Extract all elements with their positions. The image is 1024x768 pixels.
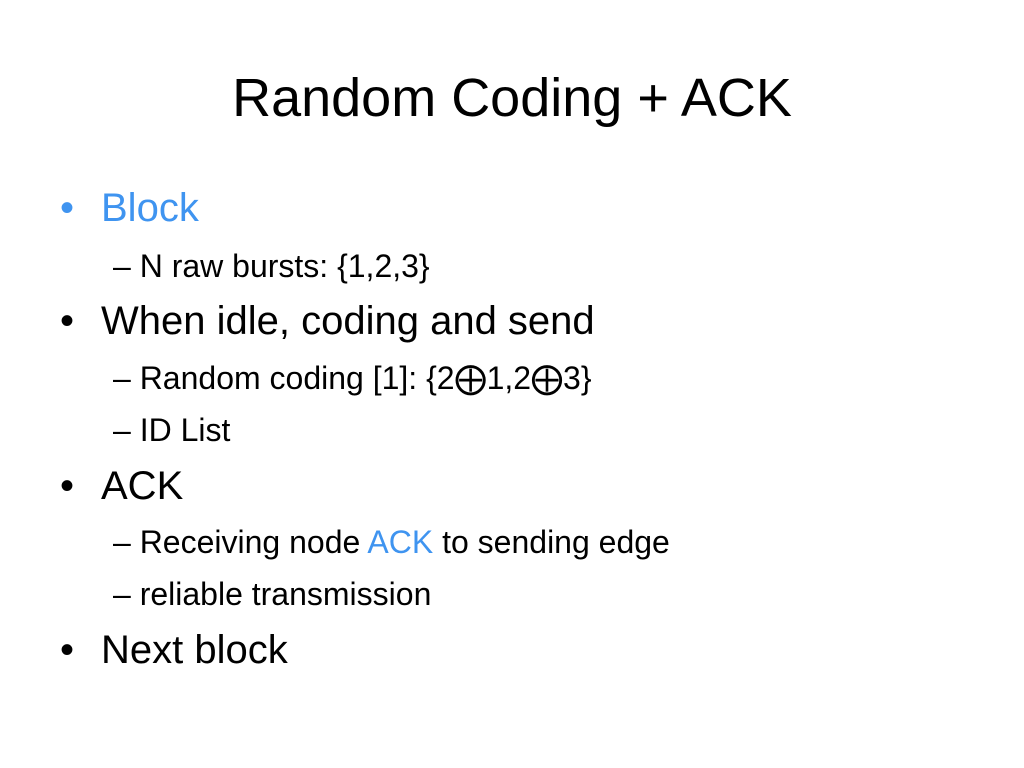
- sub-bullet-item: – Random coding [1]: {2⨁1,2⨁3}: [113, 358, 592, 398]
- sub-bullet-text: ID List: [139, 412, 231, 448]
- bullet-text: When idle, coding and send: [101, 299, 595, 343]
- sub-bullet-text-accent: ACK: [367, 524, 434, 560]
- sub-bullet-dash: –: [113, 248, 131, 284]
- bullet-dot: •: [60, 628, 75, 672]
- bullet-dot: •: [60, 464, 75, 508]
- sub-bullet-text: N raw bursts: {1,2,3}: [139, 248, 430, 284]
- bullet-dot: •: [60, 299, 75, 343]
- sub-bullet-text-after: to sending edge: [433, 524, 670, 560]
- bullet-text: Next block: [101, 628, 288, 672]
- sub-bullet-item: – N raw bursts: {1,2,3}: [113, 246, 430, 286]
- sub-bullet-item: – reliable transmission: [113, 574, 431, 614]
- bullet-dot: •: [60, 186, 75, 230]
- sub-bullet-text: reliable transmission: [139, 576, 432, 612]
- sub-bullet-dash: –: [113, 360, 131, 396]
- sub-bullet-text-before: Receiving node: [139, 524, 368, 560]
- sub-bullet-item: – ID List: [113, 410, 230, 450]
- sub-bullet-item: – Receiving node ACK to sending edge: [113, 522, 670, 562]
- sub-bullet-dash: –: [113, 524, 131, 560]
- slide-title: Random Coding + ACK: [232, 68, 792, 128]
- sub-bullet-dash: –: [113, 576, 131, 612]
- sub-bullet-dash: –: [113, 412, 131, 448]
- bullet-text: Block: [101, 186, 199, 230]
- bullet-text: ACK: [101, 464, 184, 508]
- sub-bullet-text: Random coding [1]: {2⨁1,2⨁3}: [139, 360, 592, 396]
